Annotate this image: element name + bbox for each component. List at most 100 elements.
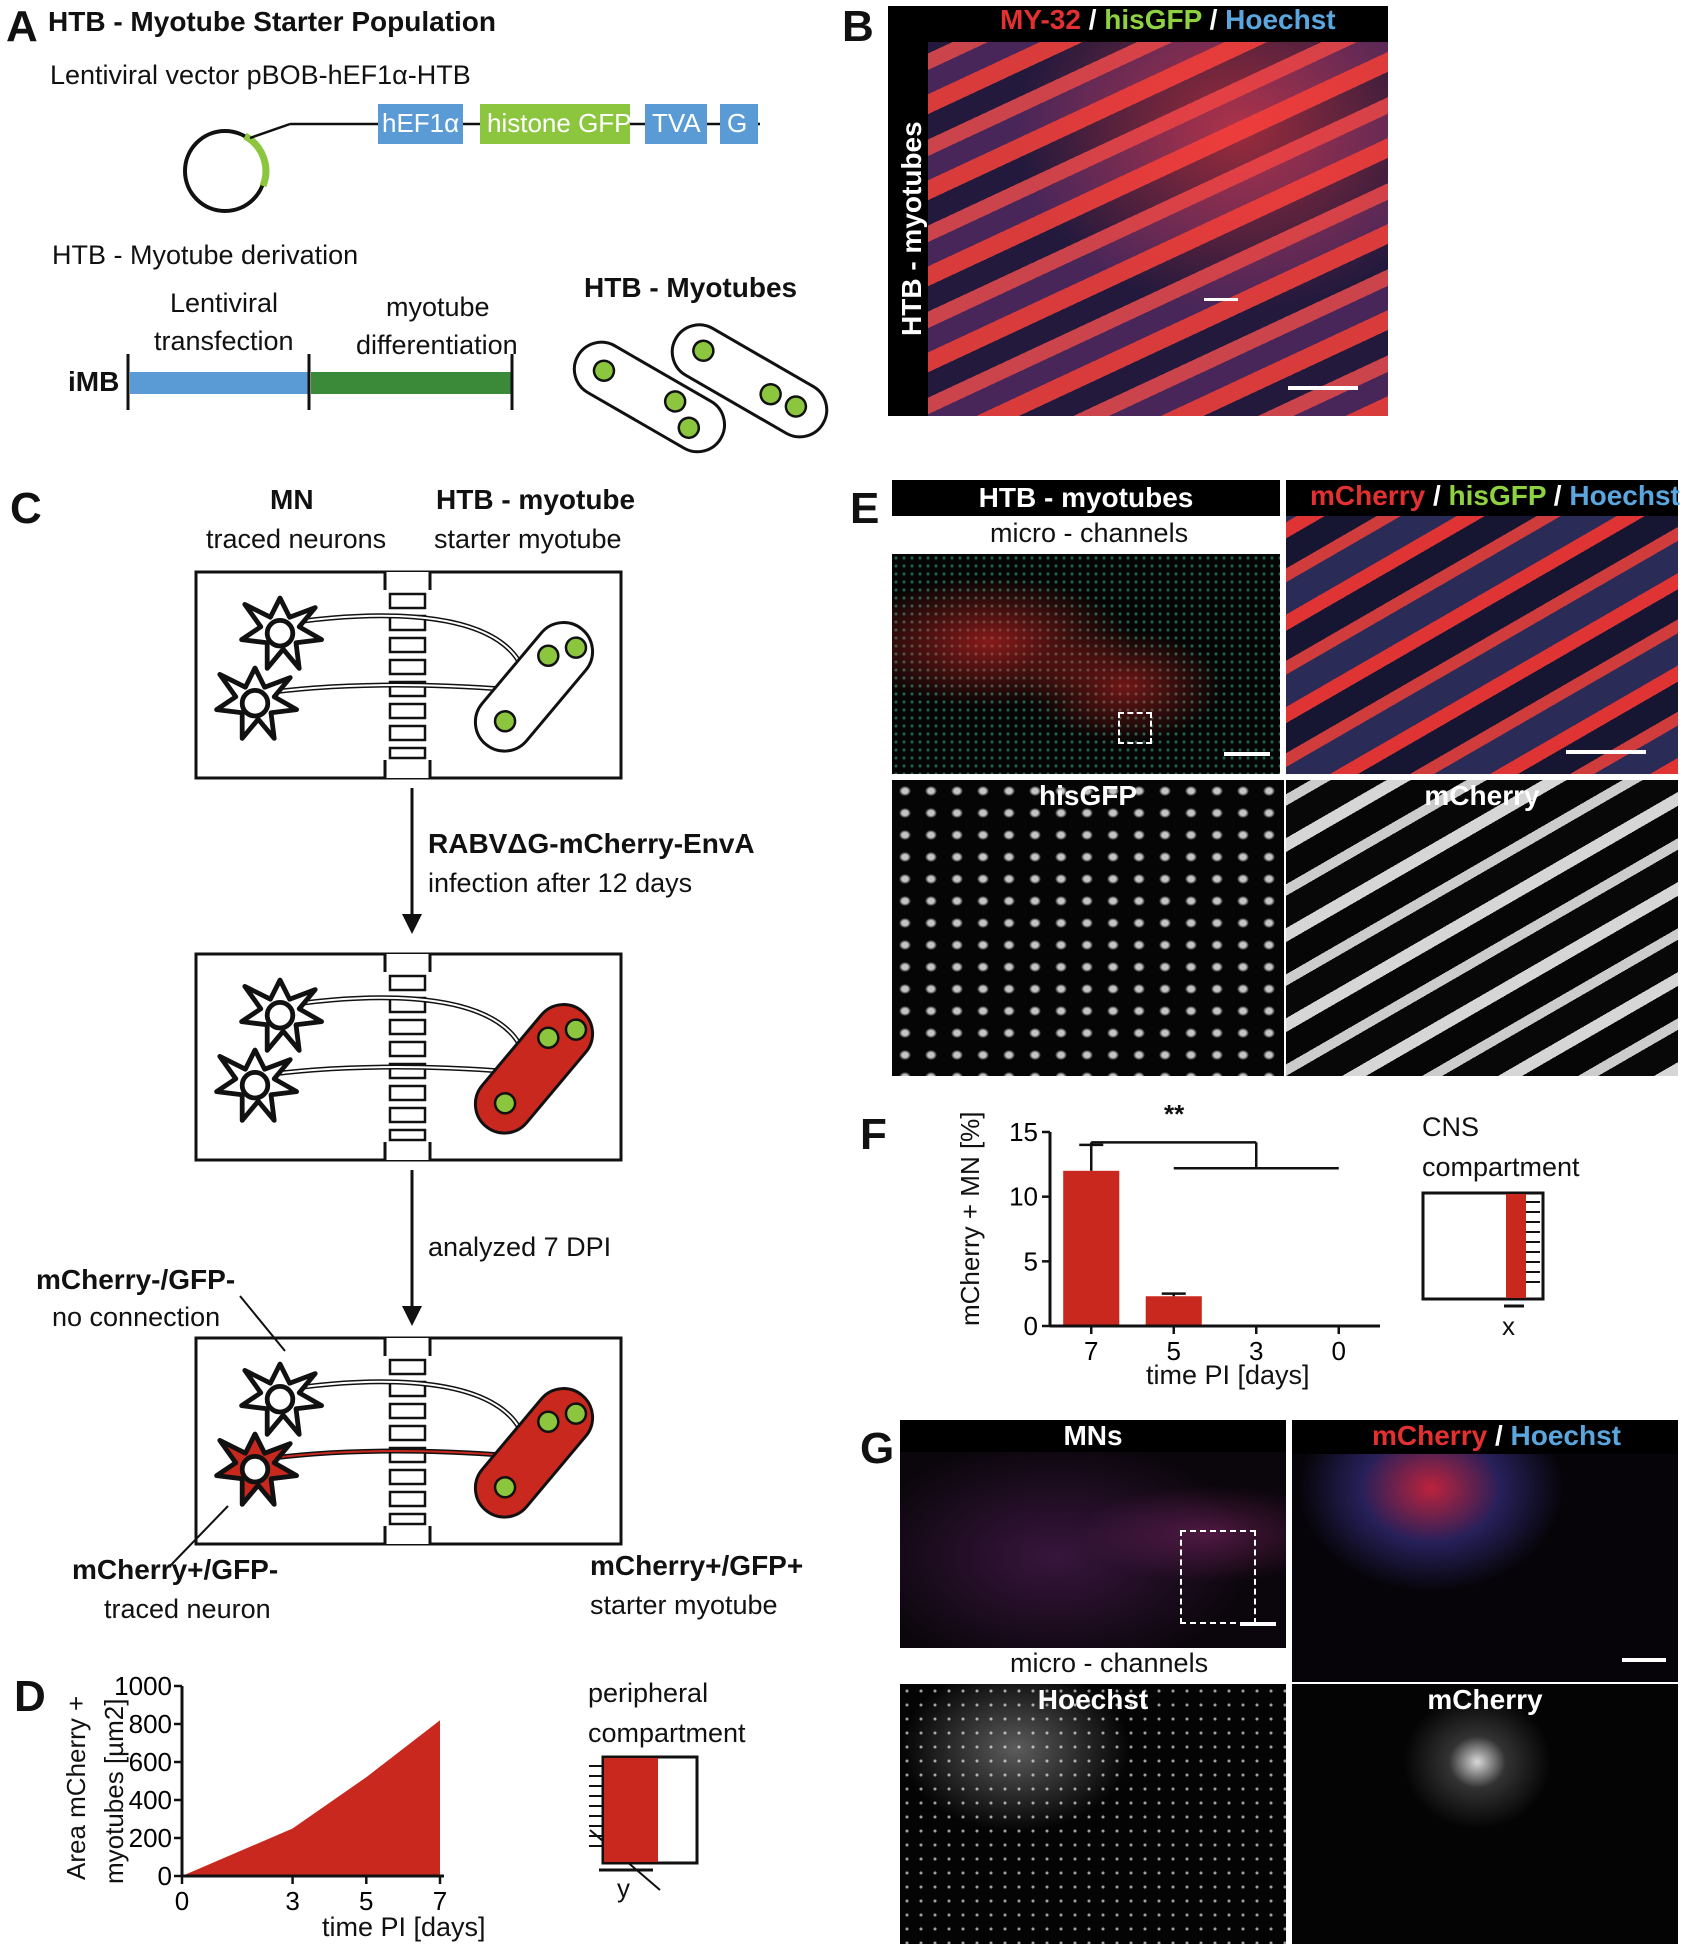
arrow1-label-b: infection after 12 days: [428, 868, 693, 898]
peripheral-compartment-icon: [589, 1755, 699, 1872]
panel-g-merge-band: [1292, 1420, 1678, 1454]
stain-sep-2: /: [1201, 4, 1226, 35]
tva-label: TVA: [652, 108, 701, 138]
histone-gfp-label: histone GFP: [487, 108, 632, 138]
panel-b-stain-label: MY-32 / hisGFP / Hoechst: [1000, 4, 1336, 36]
htb-heading: HTB - myotube: [436, 484, 636, 515]
panel-e-merge-image: [1286, 480, 1678, 774]
panel-f-letter: F: [860, 1110, 887, 1159]
stain-mcherry: mCherry: [1372, 1420, 1488, 1451]
chamber-initial: [194, 570, 623, 780]
inset-x-axis-label: x: [1502, 1311, 1515, 1341]
htb-subheading: starter myotube: [434, 524, 622, 554]
vector-label: Lentiviral vector pBOB-hEF1α-HTB: [50, 60, 471, 90]
myotube-cell-1: [572, 340, 726, 454]
panel-f-inset-label-a: CNS: [1422, 1112, 1480, 1142]
panel-d-ylabel-b: myotubes [µm2]: [99, 1698, 129, 1885]
tva-box: [645, 104, 707, 144]
arrow1-label-a: RABVΔG-mCherry-EnvA: [428, 828, 755, 859]
transfection-bar: [130, 372, 308, 394]
starter-myotube-label-a: mCherry+/GFP+: [590, 1550, 804, 1581]
x-tick-label: 7: [433, 1886, 447, 1916]
plasmid-insert-arc: [243, 132, 270, 188]
panel-g-mcherry-label: mCherry: [1427, 1684, 1543, 1715]
starter-myotube-label-b: starter myotube: [590, 1590, 778, 1620]
g-box: [720, 104, 758, 144]
y-tick-label: 200: [129, 1823, 172, 1853]
zoom-region-box: [1118, 712, 1152, 744]
panel-e-stain-label: mCherry / hisGFP / Hoechst: [1310, 480, 1680, 512]
panel-f-xlabel: time PI [days]: [1146, 1360, 1310, 1390]
no-connection-label-b: no connection: [52, 1302, 221, 1332]
panel-d-letter: D: [14, 1672, 46, 1721]
chamber-analyzed: [169, 1295, 623, 1567]
cns-compartment-icon: [1421, 1191, 1545, 1308]
plasmid-construct-diagram: [183, 104, 760, 213]
panel-a-title: HTB - Myotube Starter Population: [48, 6, 496, 37]
imb-label: iMB: [68, 366, 120, 397]
y-tick-label: 10: [1009, 1182, 1038, 1212]
panel-g-letter: G: [860, 1424, 895, 1473]
panel-e-band: HTB - myotubes: [892, 480, 1280, 516]
histone-gfp-box: [480, 104, 630, 144]
panel-e-merge-band: [1286, 480, 1678, 516]
panel-e-letter: E: [850, 484, 880, 533]
panel-d-inset-label-b: compartment: [588, 1718, 746, 1748]
scale-bar: [1622, 1658, 1666, 1662]
result-label: HTB - Myotubes: [584, 272, 798, 303]
panel-g-overview-image: MNs: [900, 1420, 1286, 1648]
step2-line1: myotube: [386, 292, 490, 322]
stain-sep-1: /: [1425, 480, 1449, 511]
panel-a-letter: A: [6, 2, 38, 51]
x-tick-label: 5: [359, 1886, 373, 1916]
panel-e-hisgfp-label: hisGFP: [1038, 780, 1137, 811]
scale-bar: [1224, 752, 1270, 756]
y-tick-label: 15: [1009, 1117, 1038, 1147]
y-tick-label: 1000: [114, 1671, 172, 1701]
area-series: [182, 1720, 440, 1876]
panel-g-hoechst-image: Hoechst: [900, 1684, 1286, 1944]
stain-sep: /: [1487, 1420, 1511, 1451]
x-tick-label: 7: [1084, 1336, 1098, 1366]
x-tick-label: 3: [1249, 1336, 1263, 1366]
panel-g-sub: micro - channels: [1010, 1648, 1209, 1678]
stain-sep-1: /: [1080, 4, 1105, 35]
step2-line2: differentiation: [356, 330, 518, 360]
stain-hoechst: Hoechst: [1510, 1420, 1621, 1451]
scale-bar: [1288, 386, 1358, 390]
panel-g-mcherry-image: mCherry: [1292, 1684, 1678, 1944]
stain-hoechst: Hoechst: [1569, 480, 1680, 511]
panel-g-band: MNs: [900, 1420, 1286, 1452]
panel-e-sub: micro - channels: [990, 518, 1189, 548]
y-tick-label: 0: [1024, 1311, 1038, 1341]
scale-bar: [1240, 1622, 1276, 1626]
traced-neuron-label-b: traced neuron: [104, 1594, 271, 1624]
scale-bar-small: [1204, 298, 1238, 301]
stain-hoechst: Hoechst: [1225, 4, 1336, 35]
y-tick-label: 600: [129, 1747, 172, 1777]
derivation-label: HTB - Myotube derivation: [52, 240, 359, 270]
panel-g-merge-image: [1292, 1420, 1678, 1682]
panel-b-top-band: [928, 6, 1388, 42]
stain-hisgfp: hisGFP: [1448, 480, 1547, 511]
hef1a-label: hEF1α: [382, 108, 460, 138]
bar: [1063, 1170, 1120, 1326]
stain-sep-2: /: [1546, 480, 1570, 511]
derivation-timeline: [126, 323, 829, 454]
x-tick-label: 0: [1332, 1336, 1346, 1366]
step1-line2: transfection: [154, 326, 294, 356]
g-label: G: [727, 108, 748, 138]
panel-f-ylabel: mCherry + MN [%]: [955, 1111, 985, 1326]
significance-label: **: [1164, 1099, 1185, 1129]
zoom-region-box: [1180, 1530, 1256, 1624]
hef1a-box: [378, 104, 463, 144]
panel-b-side-band: [888, 6, 928, 416]
panel-b-side-label: HTB - myotubes: [896, 121, 927, 336]
y-tick-label: 5: [1024, 1246, 1038, 1276]
no-connection-label-a: mCherry-/GFP-: [36, 1264, 236, 1295]
x-tick-label: 5: [1167, 1336, 1181, 1366]
bar: [1145, 1296, 1202, 1326]
inset-y-axis-label: y: [617, 1873, 630, 1903]
y-tick-label: 800: [129, 1709, 172, 1739]
panel-b-micrograph: HTB - myotubes: [888, 6, 1388, 416]
